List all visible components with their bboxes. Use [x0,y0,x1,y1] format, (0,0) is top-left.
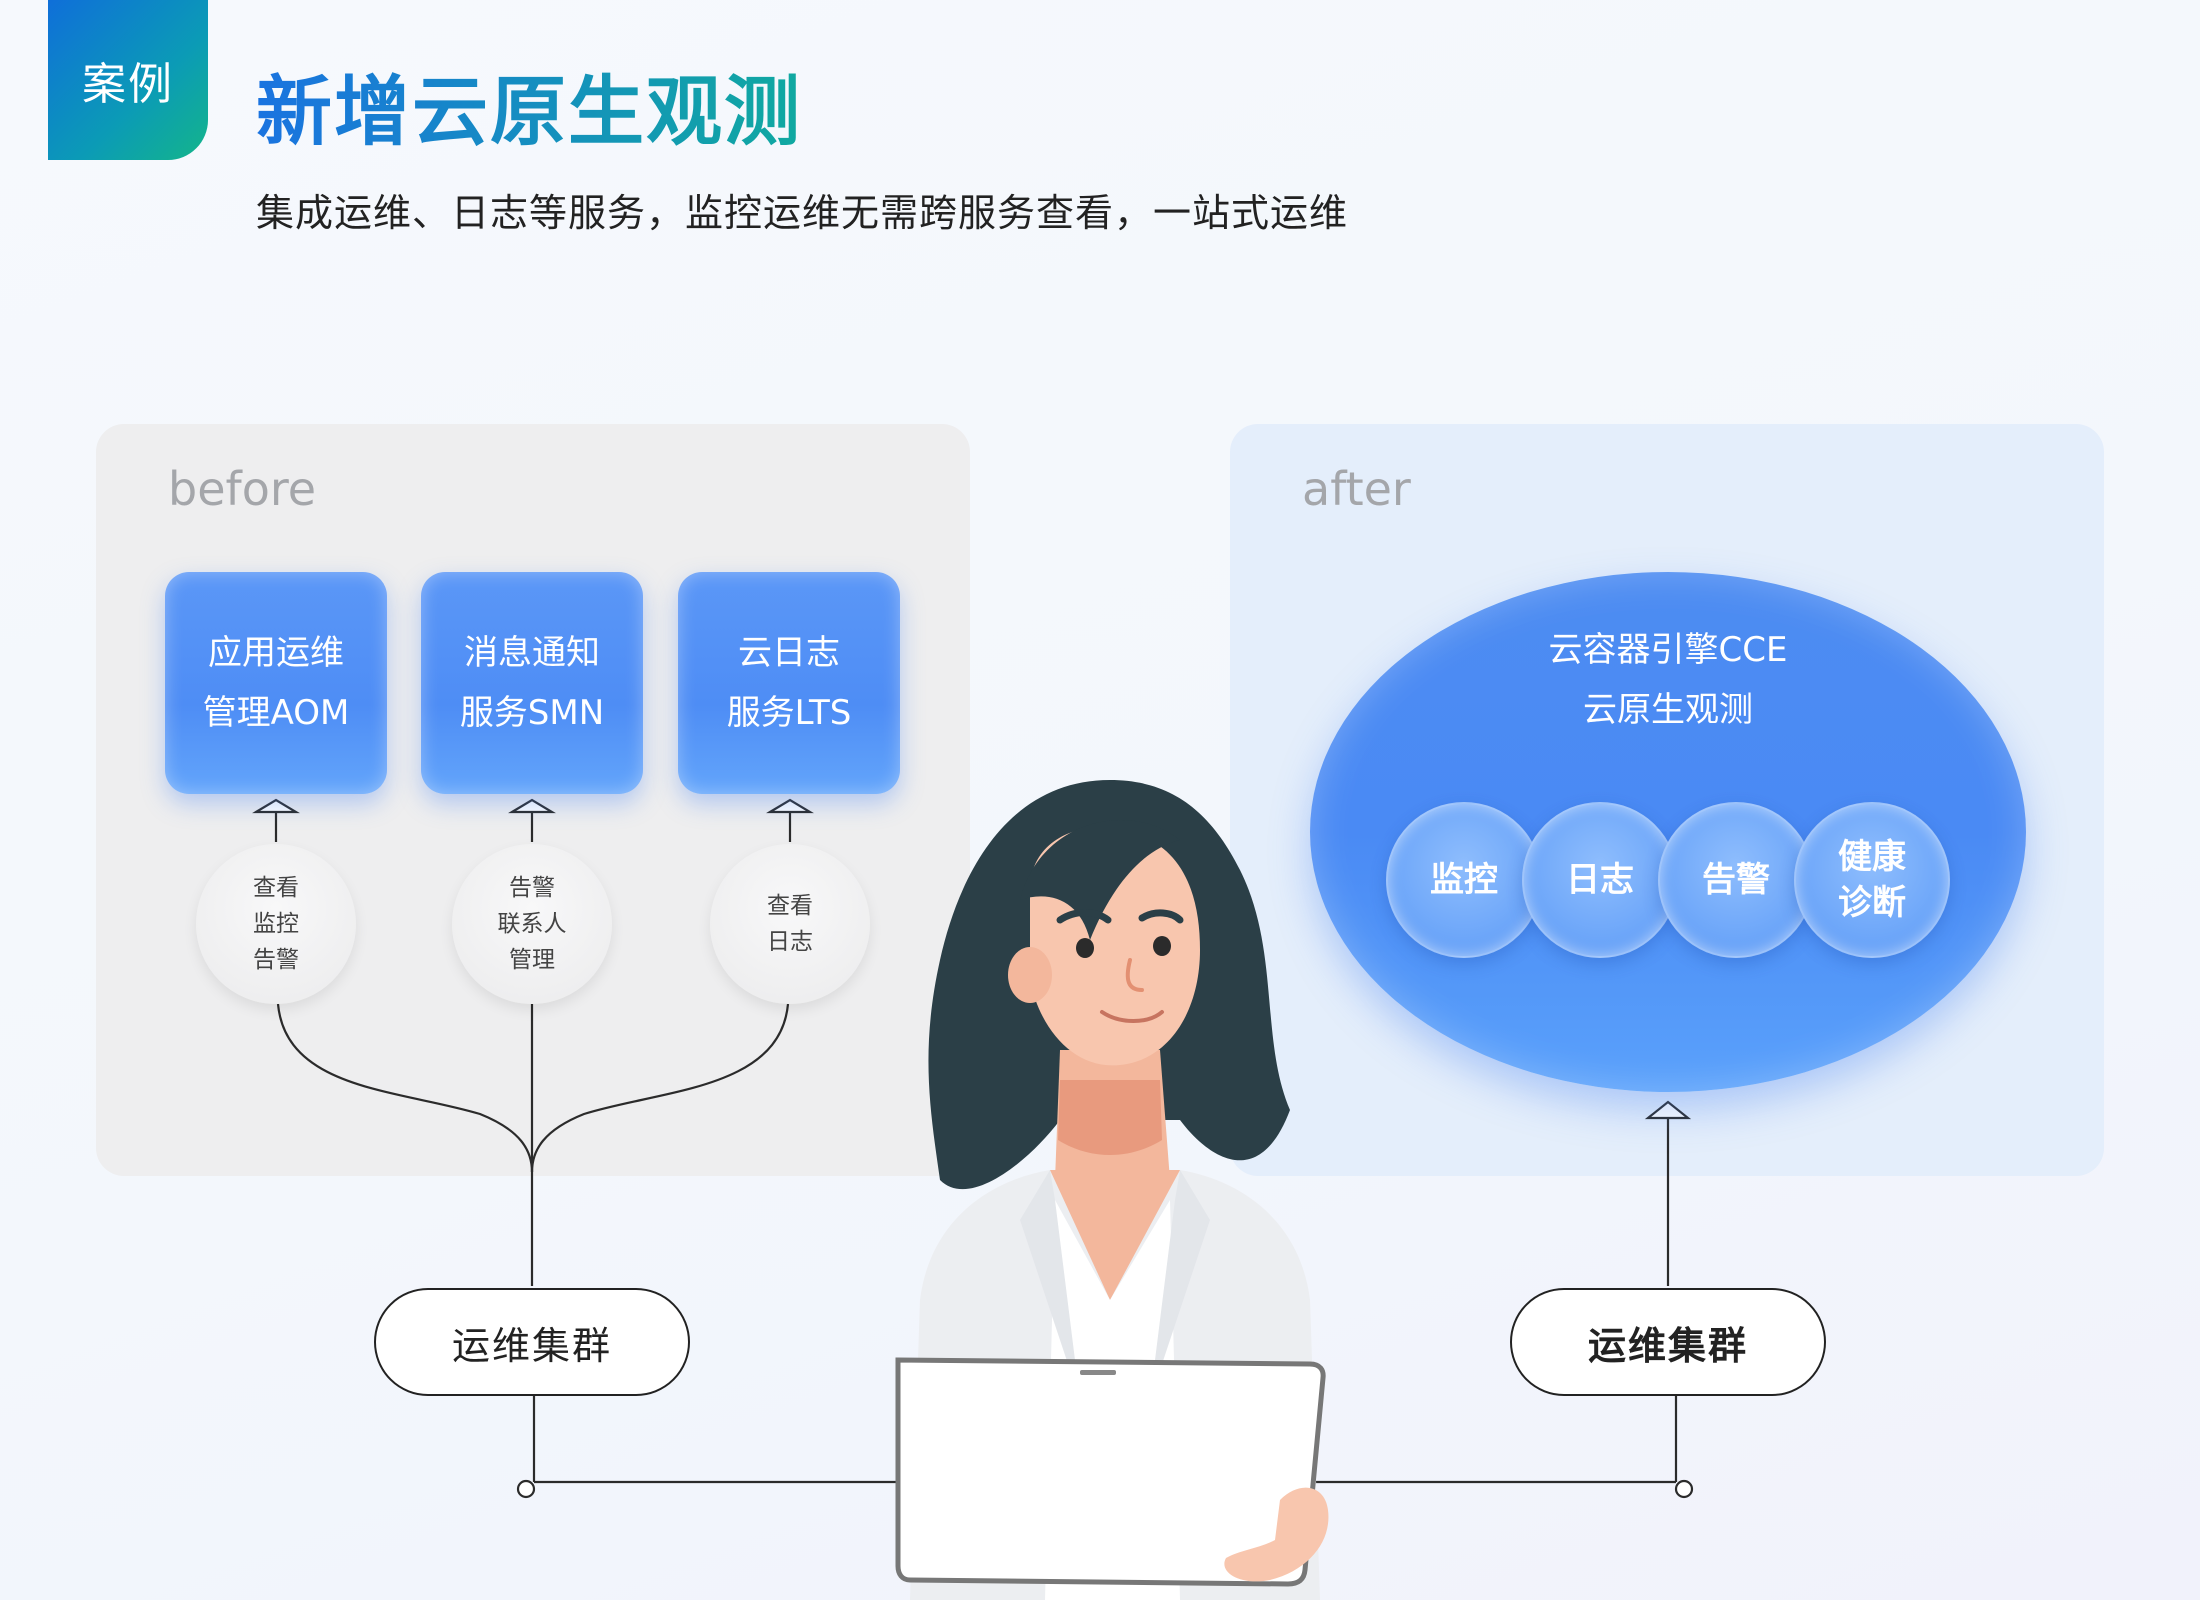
arrow-up-icon [508,798,556,814]
action-text: 查看 [253,875,299,901]
ops-cluster-after: 运维集群 [1510,1288,1826,1396]
service-card-aom: 应用运维 管理AOM [165,572,387,794]
action-bubble-logs: 查看 日志 [710,844,870,1004]
feature-orb-health: 健康 诊断 [1794,802,1950,958]
feature-orb-alarm: 告警 [1658,802,1814,958]
cluster-label: 运维集群 [1587,1323,1748,1368]
feature-label: 日志 [1566,860,1634,900]
feature-orb-monitor: 监控 [1386,802,1542,958]
action-text: 告警 [253,947,299,973]
arrow-up-icon [1644,1100,1692,1120]
feature-label: 告警 [1702,860,1770,900]
feature-label: 监控 [1430,860,1498,900]
feature-label: 诊断 [1838,883,1906,923]
arrow-up-icon [766,798,814,814]
cluster-label: 运维集群 [451,1323,612,1368]
page-title: 新增云原生观测 [256,62,802,162]
action-text: 监控 [253,911,299,937]
service-name: 云日志 [738,633,840,673]
service-name: 应用运维 [208,633,344,673]
feature-orb-logs: 日志 [1522,802,1678,958]
ops-cluster-before: 运维集群 [374,1288,690,1396]
cce-cloud-title: 云容器引擎CCE 云原生观测 [1310,620,2026,740]
case-tag: 案例 [48,0,208,160]
page-subtitle: 集成运维、日志等服务，监控运维无需跨服务查看，一站式运维 [256,191,1349,235]
arrow-up-icon [252,798,300,814]
action-text: 联系人 [497,911,567,937]
action-bubble-monitor: 查看 监控 告警 [196,844,356,1004]
cloud-line: 云原生观测 [1583,690,1753,730]
service-name: 服务SMN [459,693,605,733]
service-name: 消息通知 [464,633,600,673]
feature-label: 健康 [1838,837,1906,877]
action-text: 查看 [767,893,813,919]
action-text: 日志 [767,929,813,955]
service-card-smn: 消息通知 服务SMN [421,572,643,794]
action-text: 管理 [509,947,555,973]
service-name: 服务LTS [726,693,852,733]
cloud-line: 云容器引擎CCE [1548,630,1788,670]
service-card-lts: 云日志 服务LTS [678,572,900,794]
service-name: 管理AOM [202,693,350,733]
woman-illustration [895,780,1329,1600]
before-label: before [168,462,317,516]
after-label: after [1302,462,1411,516]
action-bubble-contacts: 告警 联系人 管理 [452,844,612,1004]
action-text: 告警 [509,875,555,901]
